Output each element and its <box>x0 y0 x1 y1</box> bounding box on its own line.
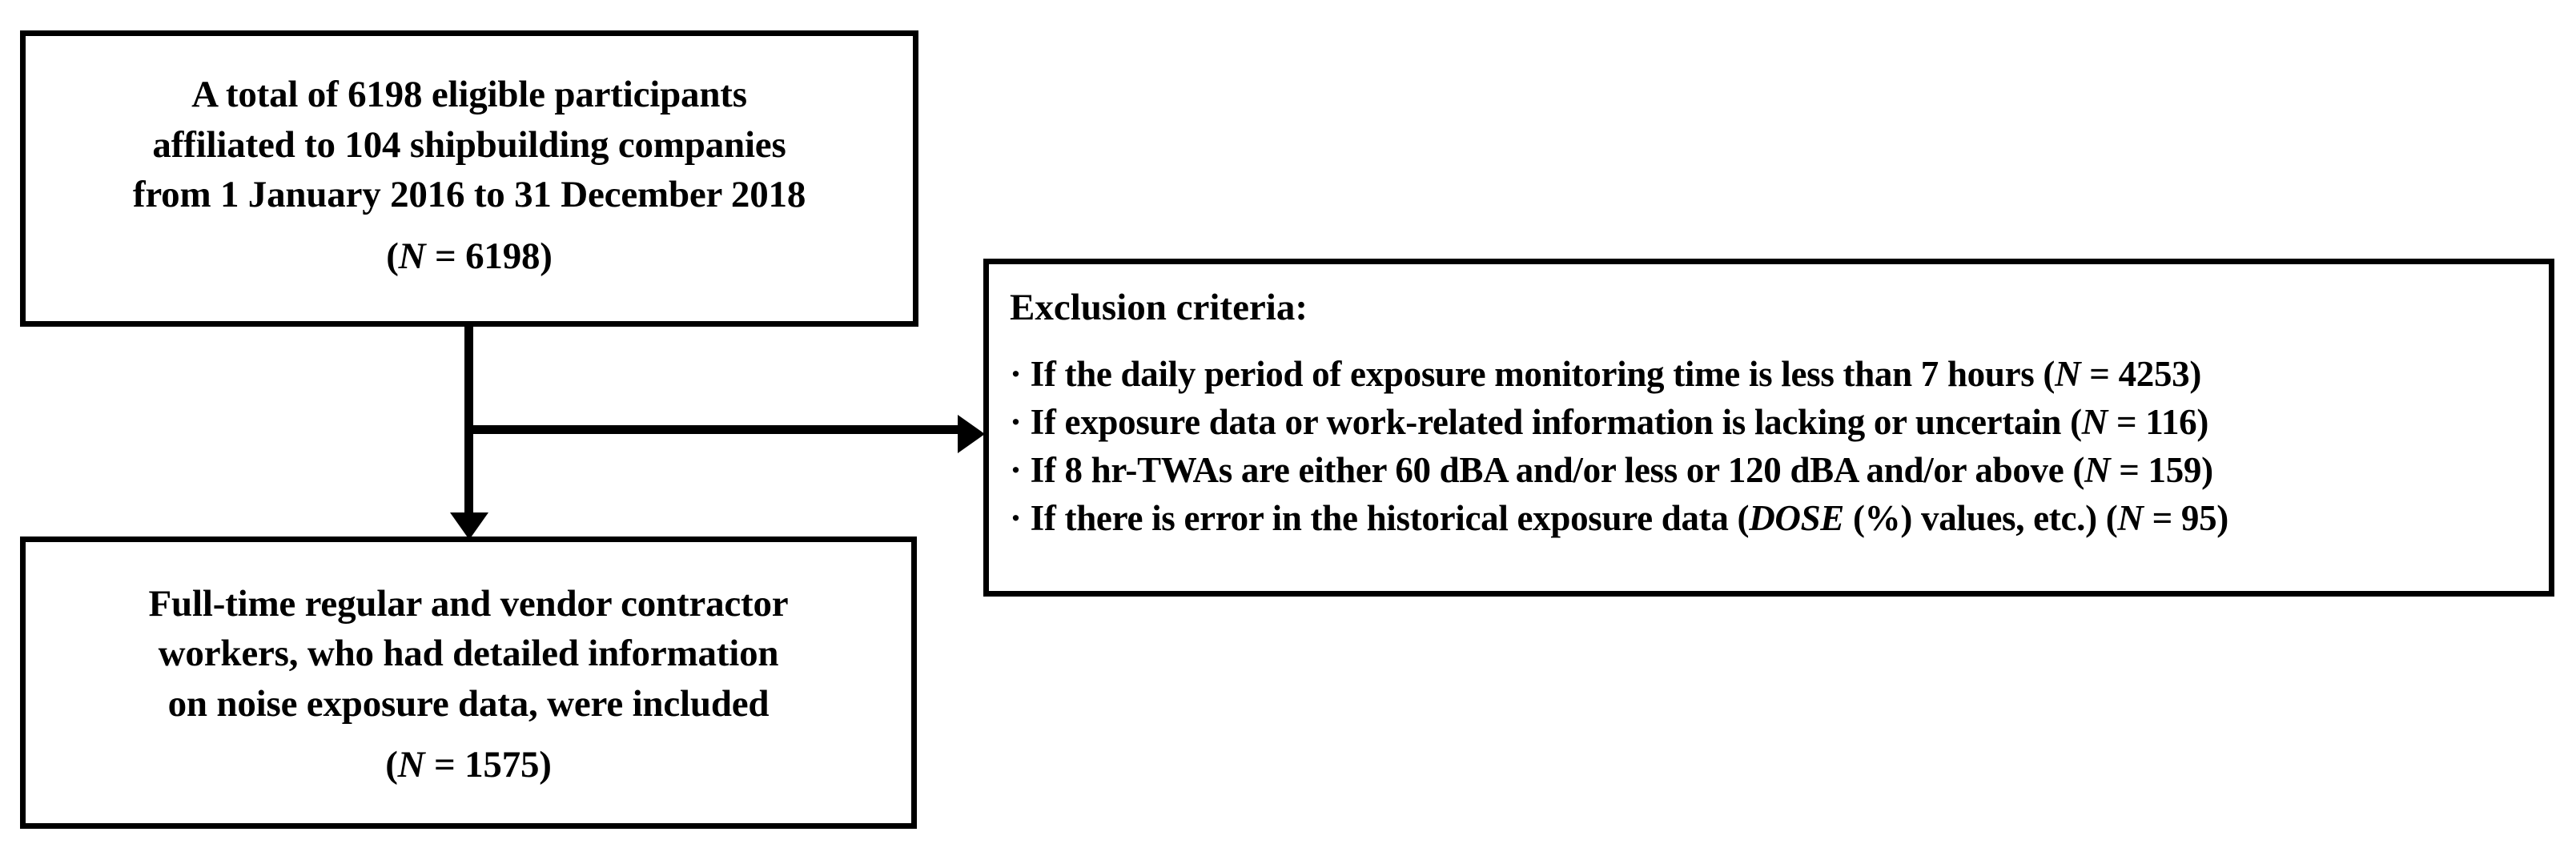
exclusion-criterion-3-text: If 8 hr-TWAs are either 60 dBA and/or le… <box>1021 450 2085 491</box>
exclusion-criterion-4-n-symbol: N <box>2117 497 2144 538</box>
exclusion-criterion-4-text-middle: (%) values, etc.) ( <box>1844 497 2118 538</box>
exclusion-criterion-4: · If there is error in the historical ex… <box>1010 495 2228 543</box>
arrowhead-down-icon <box>450 512 488 540</box>
box-eligible-line-1: A total of 6198 eligible participants <box>191 74 747 115</box>
exclusion-criterion-2-n-value: = 116) <box>2108 402 2209 443</box>
box-eligible-n-value: = 6198) <box>425 235 553 277</box>
box-included-workers: Full-time regular and vendor contractor … <box>20 537 917 829</box>
exclusion-criterion-2-n-symbol: N <box>2081 402 2108 443</box>
box-included-line-2: workers, who had detailed information <box>158 633 779 674</box>
exclusion-criterion-4-bullet: · <box>1010 497 1022 538</box>
box-included-n-value: = 1575) <box>424 744 552 786</box>
exclusion-criterion-1-bullet: · <box>1010 354 1022 395</box>
box-exclusion-criteria: Exclusion criteria: · If the daily perio… <box>983 259 2554 597</box>
box-included-n-prefix: ( <box>385 744 398 786</box>
box-eligible-participants: A total of 6198 eligible participants af… <box>20 30 918 327</box>
box-included-line-3: on noise exposure data, were included <box>167 682 770 725</box>
exclusion-criterion-2: · If exposure data or work-related infor… <box>1010 399 2208 447</box>
box-eligible-n-prefix: ( <box>386 235 399 277</box>
exclusion-criterion-4-text: If there is error in the historical expo… <box>1021 497 1750 538</box>
exclusion-criterion-4-n-value: = 95) <box>2143 497 2229 538</box>
exclusion-criterion-2-bullet: · <box>1010 402 1022 443</box>
box-eligible-line-3: from 1 January 2016 to 31 December 2018 <box>132 174 806 215</box>
exclusion-criterion-3-n-symbol: N <box>2084 450 2111 491</box>
box-included-n-symbol: N <box>397 744 425 786</box>
exclusion-criterion-3-n-value: = 159) <box>2110 450 2213 491</box>
exclusion-criterion-2-text: If exposure data or work-related informa… <box>1021 402 2082 443</box>
connector-vertical-line <box>464 324 473 516</box>
box-included-line-1: Full-time regular and vendor contractor <box>148 582 789 625</box>
arrowhead-right-icon <box>958 415 985 453</box>
box-eligible-n-line: (N = 6198) <box>386 231 553 282</box>
connector-horizontal-line <box>464 425 961 434</box>
exclusion-criterion-4-dose-term: DOSE <box>1749 497 1845 538</box>
exclusion-criterion-3: · If 8 hr-TWAs are either 60 dBA and/or … <box>1010 447 2213 495</box>
exclusion-criterion-1: · If the daily period of exposure monito… <box>1010 351 2201 399</box>
exclusion-criteria-title: Exclusion criteria: <box>1010 287 1308 328</box>
box-included-n-line: (N = 1575) <box>385 740 552 790</box>
exclusion-criterion-1-text: If the daily period of exposure monitori… <box>1021 354 2056 395</box>
exclusion-criterion-1-n-symbol: N <box>2055 354 2081 395</box>
box-eligible-n-symbol: N <box>398 235 426 277</box>
box-eligible-line-2: affiliated to 104 shipbuilding companies <box>152 123 786 166</box>
exclusion-criterion-1-n-value: = 4253) <box>2080 354 2202 395</box>
exclusion-criterion-3-bullet: · <box>1010 450 1022 491</box>
